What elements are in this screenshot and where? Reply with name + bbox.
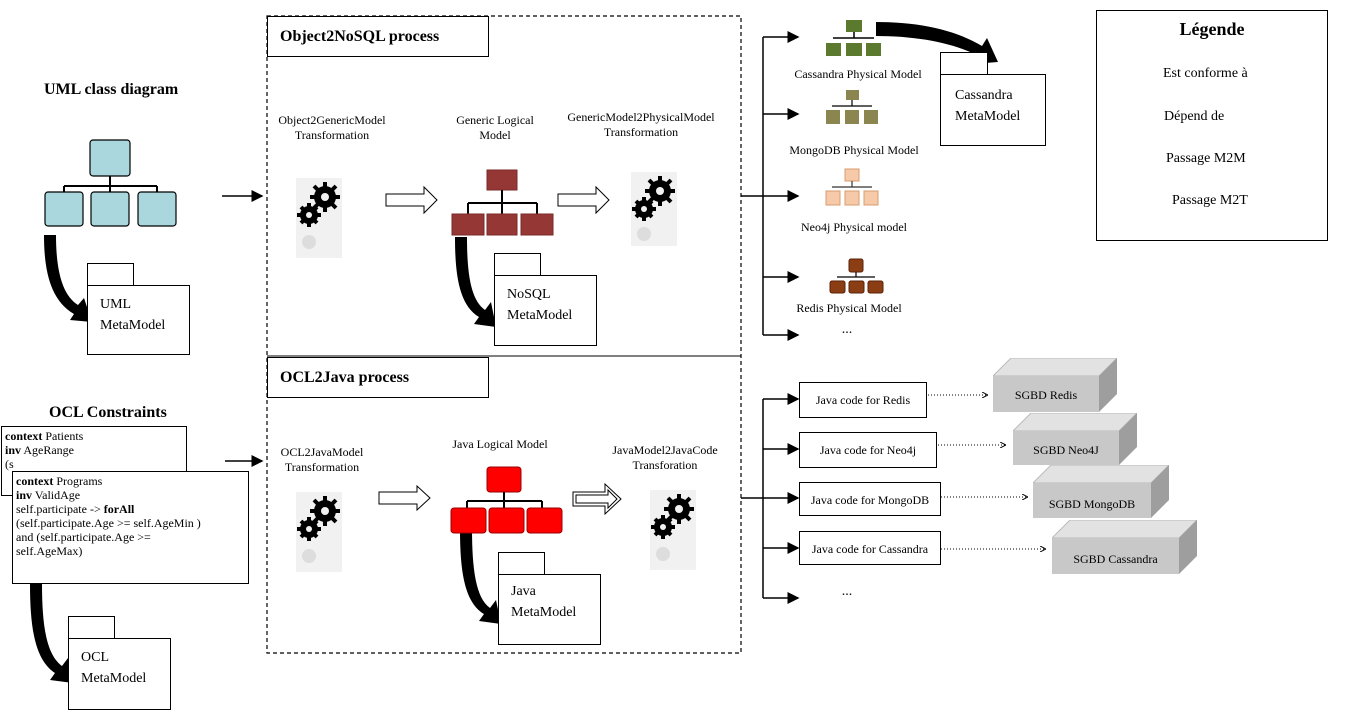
java-code-box: Java code for Neo4j xyxy=(799,432,937,468)
m2m-arrows xyxy=(378,185,610,512)
java-logical-model-label: Java Logical Model xyxy=(452,437,548,451)
physical-models-bracket xyxy=(741,31,800,341)
sgbd-box: SGBD Neo4J xyxy=(1013,413,1137,465)
ocl2java-title: OCL2Java process xyxy=(267,357,489,398)
sgbd-box: SGBD MongoDB xyxy=(1033,465,1169,518)
java-code-box: Java code for Redis xyxy=(799,382,927,418)
gear-icon xyxy=(650,490,696,570)
m2t-arrow xyxy=(572,482,622,516)
gear-icon xyxy=(296,178,342,258)
legend: Légende xyxy=(1096,10,1328,241)
java-code-box: Java code for Cassandra xyxy=(799,531,941,565)
ocl-constraints-title: OCL Constraints xyxy=(49,404,167,421)
generic-model-icon xyxy=(451,169,554,236)
cassandra-model-icon xyxy=(826,20,881,56)
sgbd-box: SGBD Redis xyxy=(993,358,1117,412)
physical-model-label: ... xyxy=(841,322,853,337)
neo4j-model-icon xyxy=(825,168,879,206)
legend-title: Légende xyxy=(1179,19,1245,39)
physical-model-label: Redis Physical Model xyxy=(796,301,902,315)
depends-arrows xyxy=(928,395,1045,549)
redis-model-icon xyxy=(829,258,884,294)
process-frame xyxy=(266,15,742,654)
conforms-arrows xyxy=(30,22,998,683)
java-code-box: Java code for MongoDB xyxy=(799,482,941,516)
physical-model-label: Neo4j Physical model xyxy=(801,220,907,234)
legend-m2m: Passage M2M xyxy=(1166,151,1246,166)
ocl-constraint-programs: context Programs inv ValidAge self.parti… xyxy=(12,471,249,584)
uml-class-icon xyxy=(44,139,177,227)
object2nosql-title: Object2NoSQL process xyxy=(267,16,489,57)
legend-m2t: Passage M2T xyxy=(1172,193,1248,208)
physical-model-label: Cassandra Physical Model xyxy=(794,67,922,81)
java-code-ellipsis: ... xyxy=(841,584,853,599)
gear-icon xyxy=(631,172,677,246)
physical-model-label: MongoDB Physical Model xyxy=(789,143,919,157)
java-codes-bracket xyxy=(741,393,800,604)
uml-class-diagram-title: UML class diagram xyxy=(44,81,179,98)
java-model-icon xyxy=(450,466,563,534)
legend-conforms: Est conforme à xyxy=(1163,66,1248,81)
gear-icon xyxy=(296,492,342,572)
sgbd-box: SGBD Cassandra xyxy=(1052,520,1197,574)
legend-depends: Dépend de xyxy=(1164,109,1225,124)
mongodb-model-icon xyxy=(826,90,878,124)
